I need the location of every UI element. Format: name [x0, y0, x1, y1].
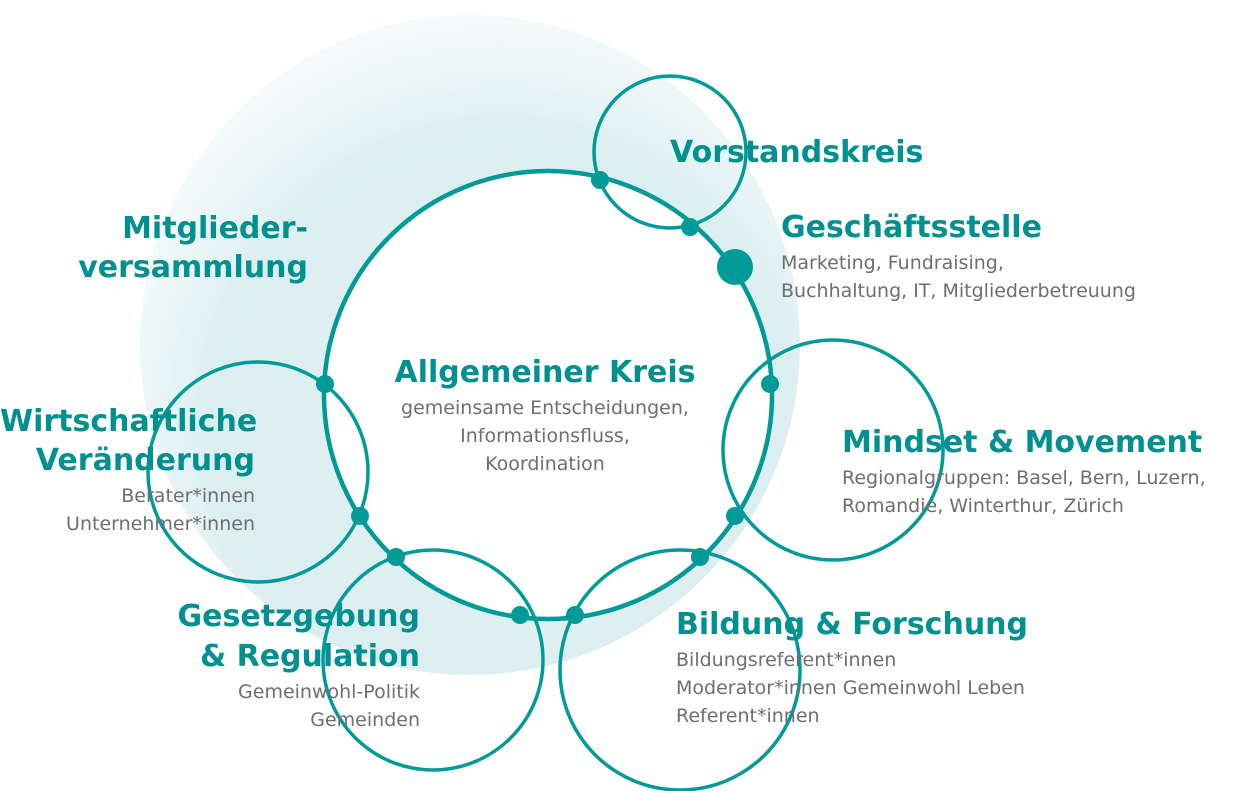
- wirtschaft-line-1: Berater*innen: [121, 485, 255, 507]
- gesetzgebung-line-1: Gemeinwohl-Politik: [238, 681, 420, 703]
- allgemeiner-kreis-line-2: Informationsfluss,: [460, 425, 630, 447]
- gesetzgebung-title-2: & Regulation: [199, 639, 420, 674]
- dot-gesetz-2: [387, 548, 405, 566]
- allgemeiner-kreis-line-1: gemeinsame Entscheidungen,: [401, 397, 689, 419]
- geschaeftsstelle-title: Geschäftsstelle: [781, 210, 1042, 245]
- mindset-movement-line-1: Regionalgruppen: Basel, Bern, Luzern,: [842, 467, 1206, 489]
- bildung-forschung-title: Bildung & Forschung: [676, 607, 1029, 642]
- dot-bildung-2: [566, 606, 584, 624]
- mitgliederversammlung-label: Mitglieder- versammlung: [40, 212, 308, 285]
- circle-gesetzgebung-regulation: [321, 548, 545, 772]
- vorstandskreis-title: Vorstandskreis: [670, 135, 924, 170]
- wirtschaft-line-2: Unternehmer*innen: [66, 513, 255, 535]
- allgemeiner-kreis-label: Allgemeiner Kreis gemeinsame Entscheidun…: [340, 356, 750, 478]
- gesetzgebung-title-1: Gesetzgebung: [177, 599, 420, 634]
- circle-wirtschaftliche-veraenderung: [146, 360, 370, 584]
- mitgliederversammlung-title-1: Mitglieder-: [122, 211, 308, 246]
- dot-gesetz-1: [511, 606, 529, 624]
- dot-vorstand-1: [591, 171, 609, 189]
- wirtschaftliche-veraenderung-label: Wirtschaftliche Veränderung Berater*inne…: [0, 404, 258, 538]
- dot-bildung-1: [691, 548, 709, 566]
- bildung-forschung-label: Bildung & Forschung Bildungsreferent*inn…: [676, 608, 1028, 730]
- dot-vorstand-2: [681, 218, 699, 236]
- vorstandskreis-label: Vorstandskreis: [670, 136, 923, 170]
- dot-mindset-1: [761, 375, 779, 393]
- geschaeftsstelle-line-1: Marketing, Fundraising,: [781, 252, 1004, 274]
- gesetzgebung-line-2: Gemeinden: [310, 709, 420, 731]
- geschaeftsstelle-label: Geschäftsstelle Marketing, Fundraising, …: [781, 211, 1136, 305]
- circle-vorstandskreis: [592, 74, 748, 230]
- mindset-movement-title: Mindset & Movement: [842, 425, 1203, 460]
- dot-wirtschaft-2: [316, 375, 334, 393]
- geschaeftsstelle-line-2: Buchhaltung, IT, Mitgliederbetreuung: [781, 280, 1136, 302]
- dot-wirtschaft-1: [351, 507, 369, 525]
- dot-mindset-2: [726, 507, 744, 525]
- mitgliederversammlung-title-2: versammlung: [78, 250, 308, 285]
- main-circle-fill: [324, 171, 772, 619]
- wirtschaft-title-2: Veränderung: [35, 443, 255, 478]
- gesetzgebung-regulation-label: Gesetzgebung & Regulation Gemeinwohl-Pol…: [140, 600, 420, 734]
- circle-allgemeiner-kreis: [321, 168, 775, 622]
- allgemeiner-kreis-title: Allgemeiner Kreis: [394, 355, 696, 390]
- dot-geschaeftsstelle: [717, 249, 753, 285]
- wirtschaft-title-1: Wirtschaftliche: [0, 404, 258, 439]
- allgemeiner-kreis-line-3: Koordination: [485, 453, 605, 475]
- circle-mindset-movement: [721, 338, 945, 562]
- mindset-movement-label: Mindset & Movement Regionalgruppen: Base…: [842, 426, 1206, 520]
- bildung-forschung-line-3: Referent*innen: [676, 705, 820, 727]
- bildung-forschung-line-2: Moderator*innen Gemeinwohl Leben: [676, 677, 1025, 699]
- bildung-forschung-line-1: Bildungsreferent*innen: [676, 649, 897, 671]
- mindset-movement-line-2: Romandie, Winterthur, Zürich: [842, 495, 1124, 517]
- circle-bildung-forschung: [558, 548, 802, 791]
